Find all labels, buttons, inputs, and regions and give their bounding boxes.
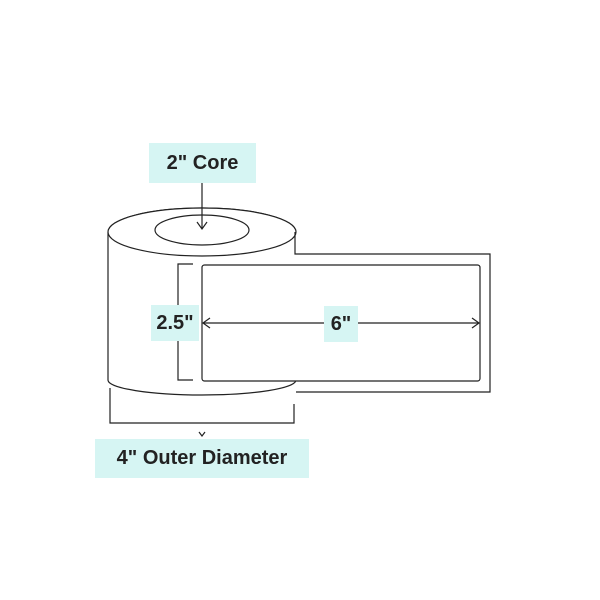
width-arrow-right [471,317,481,329]
core-size-label: 2" Core [149,143,256,183]
outer-diameter-bracket [109,388,295,424]
outer-diameter-arrowhead [198,431,206,437]
width-arrow-left [201,317,211,329]
outer-diameter-label: 4" Outer Diameter [95,439,309,478]
core-pointer-arrowhead [196,221,208,231]
label-height-label: 2.5" [151,305,199,341]
label-width-label: 6" [324,306,358,342]
